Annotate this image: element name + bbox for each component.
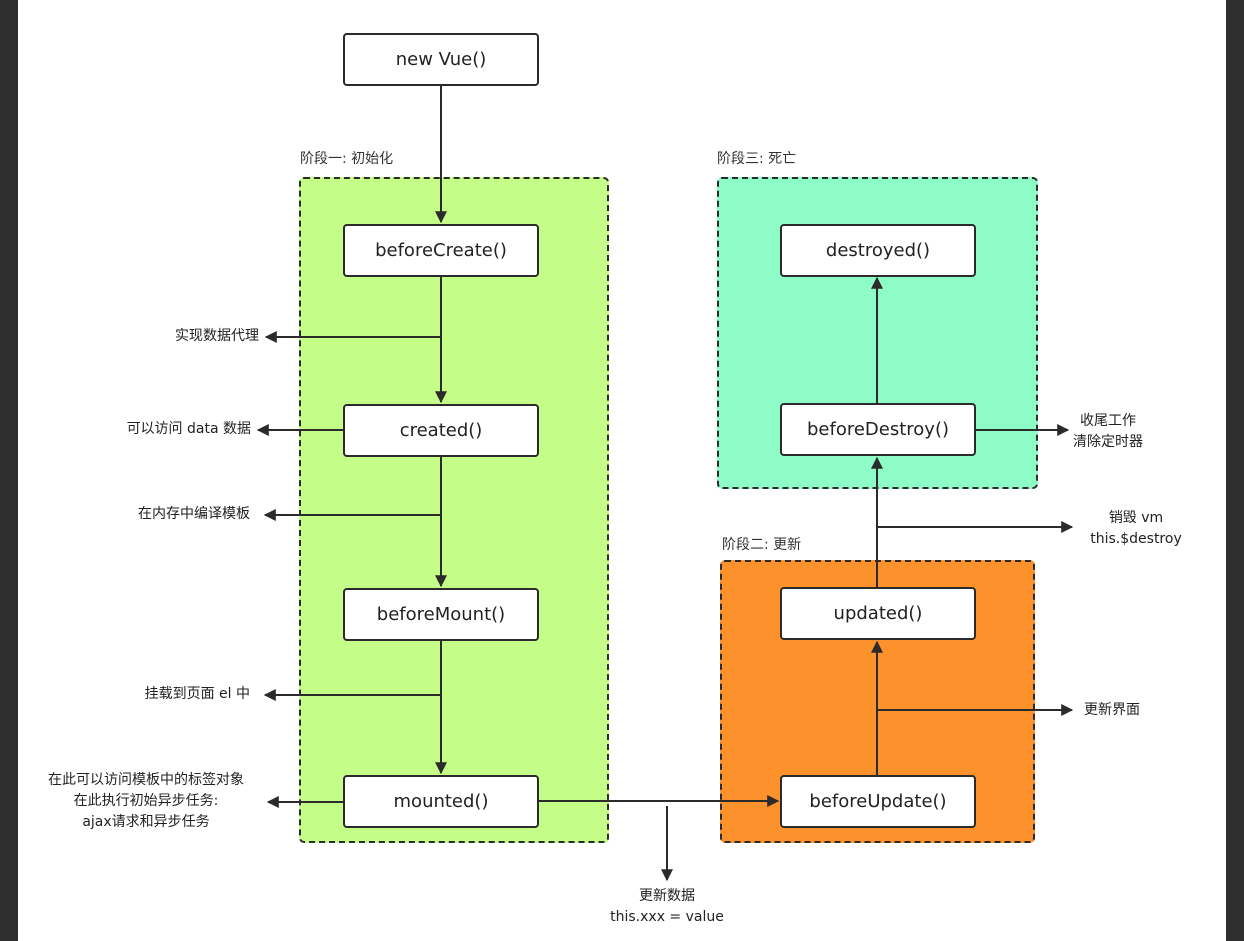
stage-update-title: 阶段二: 更新 xyxy=(722,537,802,553)
note-cleanup-line-2: 清除定时器 xyxy=(1073,434,1143,450)
window-edge-left xyxy=(0,0,18,941)
note-destroy-vm: 销毁 vm this.$destroy xyxy=(1076,508,1196,550)
stage-death-title: 阶段三: 死亡 xyxy=(717,151,797,167)
note-mounted: 在此可以访问模板中的标签对象 在此执行初始异步任务: ajax请求和异步任务 xyxy=(22,770,270,833)
note-update-data: 更新数据 this.xxx = value xyxy=(587,886,747,928)
node-updated: updated() xyxy=(780,587,976,640)
window-edge-right xyxy=(1226,0,1244,941)
node-new-vue: new Vue() xyxy=(343,33,539,86)
node-before-update: beforeUpdate() xyxy=(780,775,976,828)
note-mounted-line-1: 在此可以访问模板中的标签对象 xyxy=(48,772,244,788)
note-destroy-vm-line-1: 销毁 vm xyxy=(1108,510,1164,526)
note-mount-el: 挂载到页面 el 中 xyxy=(144,686,250,702)
note-mounted-line-2: 在此执行初始异步任务: xyxy=(73,793,219,809)
node-created: created() xyxy=(343,404,539,457)
node-before-destroy: beforeDestroy() xyxy=(780,403,976,456)
stage-init-title: 阶段一: 初始化 xyxy=(300,151,394,167)
node-destroyed: destroyed() xyxy=(780,224,976,277)
note-update-data-line-2: this.xxx = value xyxy=(610,909,724,925)
note-destroy-vm-line-2: this.$destroy xyxy=(1090,531,1182,547)
node-before-create: beforeCreate() xyxy=(343,224,539,277)
note-access-data: 可以访问 data 数据 xyxy=(126,421,251,437)
note-cleanup: 收尾工作 清除定时器 xyxy=(1068,411,1148,453)
note-cleanup-line-1: 收尾工作 xyxy=(1080,413,1136,429)
note-compile-template: 在内存中编译模板 xyxy=(138,506,250,522)
stage-init-box xyxy=(299,177,609,843)
note-update-data-line-1: 更新数据 xyxy=(639,888,695,904)
note-mounted-line-3: ajax请求和异步任务 xyxy=(82,814,210,830)
node-before-mount: beforeMount() xyxy=(343,588,539,641)
note-data-proxy: 实现数据代理 xyxy=(175,328,259,344)
node-mounted: mounted() xyxy=(343,775,539,828)
note-update-view: 更新界面 xyxy=(1084,702,1140,718)
